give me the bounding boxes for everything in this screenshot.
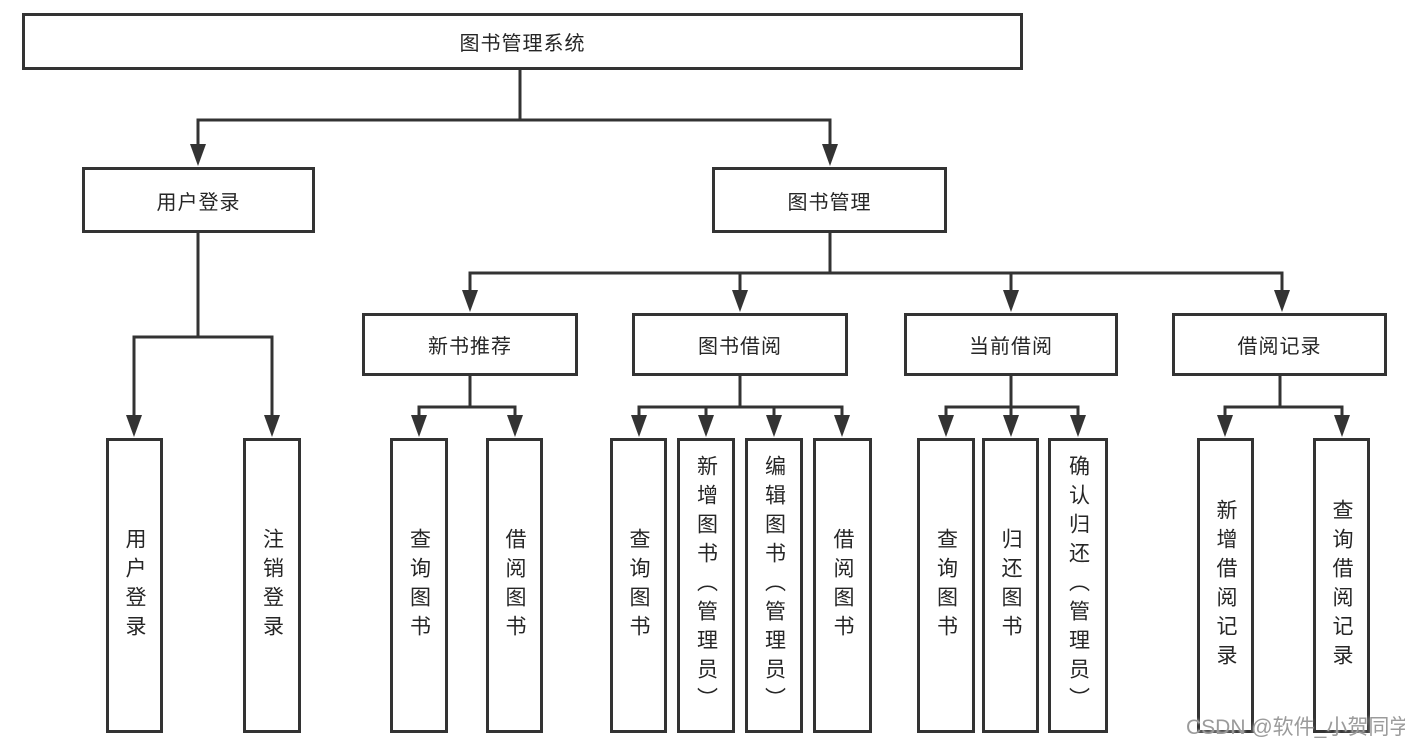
leaf-borrowing-add-books: 新增图书（管理员） — [677, 438, 735, 733]
leaf-recommend-query-books-label: 查询图书 — [407, 527, 431, 644]
node-book-management: 图书管理 — [712, 167, 947, 233]
leaf-records-query-record: 查询借阅记录 — [1313, 438, 1370, 733]
connector-bookmgmt-to-level3 — [468, 232, 1284, 293]
leaf-current-return-books-label: 归还图书 — [999, 527, 1023, 644]
arrowheads-current-leaves — [938, 415, 1086, 437]
connector-borrowing-to-leaves — [637, 374, 844, 418]
leaf-borrowing-add-books-label: 新增图书（管理员） — [694, 455, 718, 716]
arrowheads-userlogin-leaves — [126, 415, 280, 437]
leaf-current-confirm-return: 确认归还（管理员） — [1048, 438, 1108, 733]
leaf-current-return-books: 归还图书 — [982, 438, 1039, 733]
arrowheads-level2 — [190, 144, 838, 166]
csdn-watermark: CSDN @软件_小贺同学 — [1186, 716, 1405, 739]
leaf-recommend-borrow-books: 借阅图书 — [486, 438, 543, 733]
leaf-records-query-record-label: 查询借阅记录 — [1330, 498, 1354, 673]
leaf-current-confirm-return-label: 确认归还（管理员） — [1066, 455, 1090, 716]
node-root-label: 图书管理系统 — [459, 33, 586, 55]
node-root-system: 图书管理系统 — [22, 13, 1023, 70]
node-book-borrowing: 图书借阅 — [632, 313, 848, 376]
leaf-logout: 注销登录 — [243, 438, 301, 733]
node-current-borrowing: 当前借阅 — [904, 313, 1118, 376]
arrowheads-records-leaves — [1217, 415, 1350, 437]
connector-root-to-level2 — [196, 68, 832, 146]
leaf-borrowing-edit-books-label: 编辑图书（管理员） — [762, 455, 786, 716]
arrowheads-level3 — [462, 290, 1290, 312]
node-user-login-label: 用户登录 — [156, 191, 241, 214]
node-borrowing-records: 借阅记录 — [1172, 313, 1387, 376]
node-book-management-label: 图书管理 — [787, 191, 872, 214]
node-borrowing-records-label: 借阅记录 — [1237, 336, 1322, 358]
leaf-borrowing-borrow-books-label: 借阅图书 — [831, 527, 855, 644]
connector-recommend-to-leaves — [417, 374, 517, 418]
leaf-user-login: 用户登录 — [106, 438, 163, 733]
leaf-borrowing-query-books: 查询图书 — [610, 438, 667, 733]
connector-current-to-leaves — [944, 374, 1080, 418]
node-current-borrowing-label: 当前借阅 — [969, 336, 1053, 358]
leaf-recommend-borrow-books-label: 借阅图书 — [503, 527, 527, 644]
leaf-borrowing-edit-books: 编辑图书（管理员） — [745, 438, 803, 733]
node-book-borrowing-label: 图书借阅 — [698, 336, 782, 358]
arrowheads-recommend-leaves — [411, 415, 523, 437]
leaf-user-login-label: 用户登录 — [123, 527, 147, 644]
connector-records-to-leaves — [1223, 374, 1344, 418]
leaf-records-add-record-label: 新增借阅记录 — [1214, 498, 1238, 673]
node-user-login: 用户登录 — [82, 167, 315, 233]
arrowheads-borrowing-leaves — [631, 415, 850, 437]
leaf-borrowing-query-books-label: 查询图书 — [627, 527, 651, 644]
node-new-book-recommend: 新书推荐 — [362, 313, 578, 376]
leaf-current-query-books: 查询图书 — [917, 438, 975, 733]
node-new-book-recommend-label: 新书推荐 — [428, 336, 512, 358]
leaf-current-query-books-label: 查询图书 — [934, 527, 958, 644]
leaf-borrowing-borrow-books: 借阅图书 — [813, 438, 872, 733]
leaf-records-add-record: 新增借阅记录 — [1197, 438, 1254, 733]
leaf-recommend-query-books: 查询图书 — [390, 438, 448, 733]
leaf-logout-label: 注销登录 — [260, 527, 284, 644]
connector-userlogin-to-leaves — [132, 232, 274, 417]
